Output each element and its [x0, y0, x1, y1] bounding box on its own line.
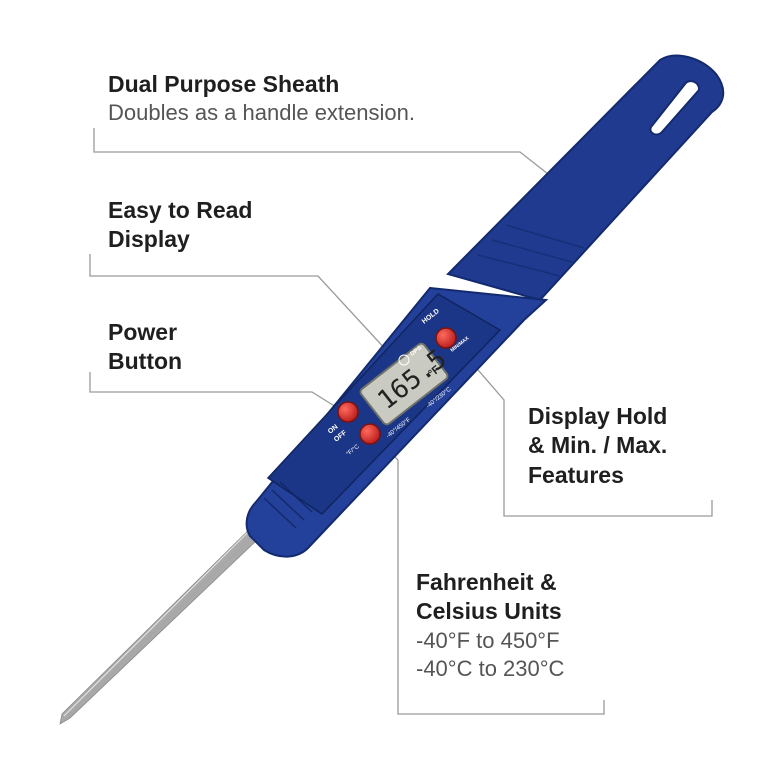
unit-button[interactable] [359, 423, 381, 445]
dps-icon [398, 354, 410, 366]
callout-power-title-1: Power [108, 319, 178, 345]
callout-units-range-c: -40°C to 230°C [416, 656, 565, 682]
leader-display [89, 254, 389, 353]
on-label: ON [327, 424, 340, 436]
callout-units-range-f: -40°F to 450°F [416, 627, 560, 653]
callout-display-title-1: Easy to Read [108, 197, 253, 223]
leader-power [89, 372, 345, 413]
callout-sheath: Dual Purpose Sheath Doubles as a handle … [108, 70, 415, 128]
callout-power: Power Button [108, 318, 182, 377]
callout-display-title-2: Display [108, 226, 190, 253]
callout-hold-title-2: & Min. / Max. [528, 432, 668, 459]
callout-sheath-desc: Doubles as a handle extension. [108, 100, 415, 126]
callout-sheath-title: Dual Purpose Sheath [108, 71, 340, 97]
hold-button[interactable] [435, 327, 457, 349]
probe [59, 513, 277, 725]
callout-power-title-2: Button [108, 348, 183, 375]
hanging-slot [649, 80, 701, 136]
callout-hold: Display Hold & Min. / Max. Features [528, 402, 667, 490]
sheath [446, 54, 725, 302]
thermometer-body: 165.5 °F Escali DPS HOLD MIN/MAX -40°/45… [245, 54, 725, 558]
callout-hold-title-1: Display Hold [528, 403, 668, 429]
leader-sheath [93, 128, 577, 197]
callout-units-title-1: Fahrenheit & [416, 569, 557, 595]
callout-display: Easy to Read Display [108, 196, 252, 255]
callout-hold-title-3: Features [528, 461, 624, 488]
sheath-ridges [477, 224, 585, 277]
callout-units: Fahrenheit & Celsius Units -40°F to 450°… [416, 568, 564, 683]
collar-ridges [263, 481, 313, 529]
callout-units-title-2: Celsius Units [416, 598, 562, 625]
leader-hold [465, 355, 713, 517]
power-button[interactable] [337, 401, 359, 423]
